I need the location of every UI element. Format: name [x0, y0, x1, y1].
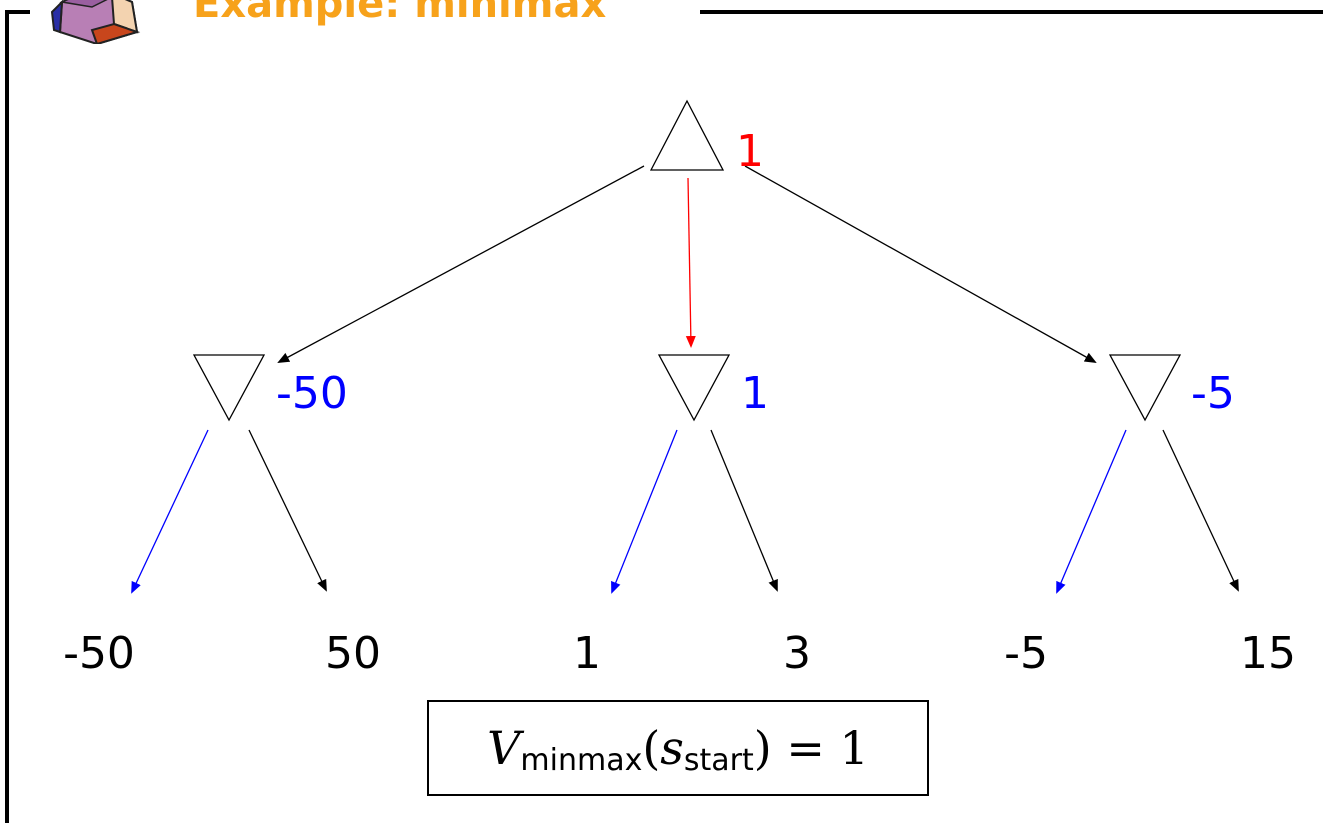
- edge-min3-to-leaf-6: [1162, 429, 1239, 592]
- dodecahedron-logo-icon: [50, 0, 141, 44]
- leaf-6: 15: [1240, 628, 1296, 679]
- leaf-2: 50: [325, 628, 381, 679]
- formula-open-paren: (: [642, 721, 661, 775]
- min-node-1-value: -50: [276, 368, 348, 419]
- edge-root-to-min-2: [685, 177, 696, 348]
- min-node-2-value: 1: [741, 368, 769, 419]
- edge-min2-to-leaf-3: [611, 429, 678, 594]
- slide-title: Example: minimax: [187, 0, 613, 30]
- formula-s-subscript: start: [683, 742, 754, 778]
- min-node-1: [192, 354, 266, 422]
- edge-root-to-min-1: [277, 165, 645, 363]
- edge-min1-to-leaf-2: [248, 429, 327, 592]
- formula-equals: =: [786, 721, 825, 775]
- leaf-3: 1: [573, 628, 601, 679]
- leaf-5: -5: [1004, 628, 1048, 679]
- edge-min2-to-leaf-4: [710, 429, 778, 592]
- formula-value: 1: [839, 721, 869, 775]
- formula-close-paren: ): [753, 721, 772, 775]
- formula-v: V: [487, 721, 521, 775]
- max-node-root-value: 1: [736, 126, 764, 177]
- max-node-root: [649, 99, 725, 171]
- min-node-3: [1108, 354, 1182, 422]
- min-node-2: [657, 354, 731, 422]
- leaf-1: -50: [63, 628, 135, 679]
- edge-min1-to-leaf-1: [131, 429, 209, 594]
- edge-min3-to-leaf-5: [1056, 429, 1127, 594]
- edge-root-to-min-3: [744, 165, 1097, 363]
- formula-s: s: [660, 721, 684, 775]
- formula-v-subscript: minmax: [520, 742, 643, 778]
- leaf-4: 3: [783, 628, 811, 679]
- min-node-3-value: -5: [1191, 368, 1235, 419]
